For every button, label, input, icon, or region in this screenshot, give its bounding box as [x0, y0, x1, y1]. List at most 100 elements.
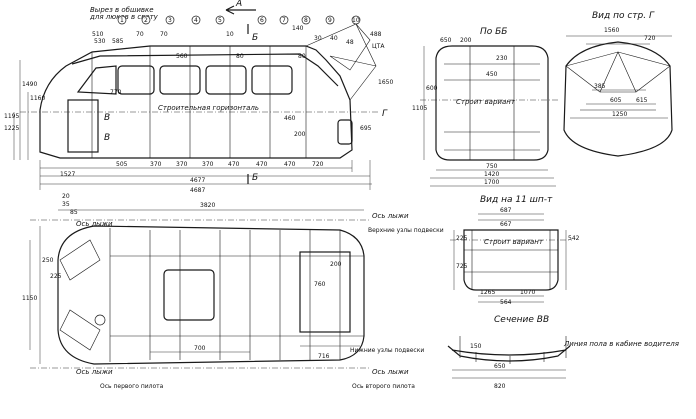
g-dim-2: 720	[644, 35, 656, 42]
bb-dim-1: 650	[440, 37, 452, 44]
dim-overall-3: 4687	[190, 187, 205, 194]
dim-bot-8: 720	[312, 161, 324, 168]
dim-top-9: 30	[314, 35, 322, 42]
view-frame	[450, 213, 572, 303]
bb-dim-9: 1700	[484, 179, 499, 186]
bb-dim-7: 750	[486, 163, 498, 170]
bb-dim-5: 600	[426, 85, 438, 92]
dim-top-12: 48	[346, 39, 354, 46]
plan-view	[29, 209, 370, 369]
dim-top-13: 70	[160, 31, 168, 38]
dim-top-4: 70	[136, 31, 144, 38]
dim-top-8: 140	[292, 25, 304, 32]
dim-top-2: 530	[94, 38, 106, 45]
bb-dim-2: 200	[460, 37, 472, 44]
bb-dim-6: 1105	[412, 105, 427, 112]
section-vv	[447, 336, 571, 379]
dim-top-1: 510	[92, 31, 104, 38]
circle-1: 1	[120, 17, 124, 24]
plan-dim-2: 700	[194, 345, 206, 352]
plan-dim-6: 250	[42, 257, 54, 264]
dim-bot-6: 470	[256, 161, 268, 168]
dim-top-3: 585	[112, 38, 124, 45]
rear-pilot: Ось второго пилота	[352, 383, 415, 390]
circle-3: 3	[168, 17, 172, 24]
ski-axis-bottom-left: Ось лыжи	[76, 368, 113, 376]
bb-dim-4: 450	[486, 71, 498, 78]
arrow-label: А	[235, 0, 242, 9]
circle-5: 5	[218, 17, 222, 24]
section-b-bottom: Б	[252, 173, 258, 183]
label-cta: ЦТА	[372, 43, 385, 50]
circle-10: 10	[352, 17, 360, 24]
g-dim-4: 605	[610, 97, 622, 104]
circle-9: 9	[328, 17, 332, 24]
plan-dim-3: 716	[318, 353, 330, 360]
plan-dim-10: 35	[62, 201, 70, 208]
g-dim-3: 385	[594, 83, 606, 90]
side-circles: 1 2 3 4 5 6 7 8 9 10	[117, 15, 361, 25]
dim-h-3: 1490	[22, 81, 37, 88]
dim-h-4: 1160	[30, 95, 45, 102]
dim-bot-1: 505	[116, 161, 128, 168]
circle-2: 2	[144, 17, 148, 24]
dim-h-8: 460	[284, 115, 296, 122]
dim-top-11: 80	[298, 53, 306, 60]
dim-bot-4: 370	[202, 161, 214, 168]
label-g: Г	[382, 109, 388, 119]
plan-dim-5: 1150	[22, 295, 37, 302]
circle-8: 8	[304, 17, 308, 24]
dim-h-9: 200	[294, 131, 306, 138]
view-g	[563, 35, 673, 157]
section-bb	[420, 45, 560, 187]
side-bottom-dims: 505 370 370 370 470 470 470 720 1527 467…	[60, 161, 324, 194]
plan-dim-4: 760	[314, 281, 326, 288]
vf-dim-4: 542	[568, 235, 580, 242]
plan-dim-7: 225	[50, 273, 62, 280]
vf-dim-7: 1265	[480, 289, 495, 296]
dim-bot-3: 370	[176, 161, 188, 168]
g-dim-6: 1250	[612, 111, 627, 118]
circle-4: 4	[194, 17, 198, 24]
dim-top-10: 40	[330, 35, 338, 42]
vv-dim-2: 820	[494, 383, 506, 390]
section-bb-center: Строит вариант	[456, 98, 516, 106]
bb-dim-3: 230	[496, 55, 508, 62]
plan-dim-8: 200	[330, 261, 342, 268]
label-v2: В	[104, 133, 110, 143]
plan-dim-9: 85	[70, 209, 78, 216]
dim-overall-1: 1527	[60, 171, 75, 178]
circle-6: 6	[260, 17, 264, 24]
bb-dim-8: 1420	[484, 171, 499, 178]
lower-mounts: Нижние узлы подвески	[350, 347, 424, 354]
dim-h-7: 770	[110, 89, 122, 96]
callout-line-1: Вырез в обшивке	[90, 6, 154, 14]
ski-axis-bottom-right: Ось лыжи	[372, 368, 409, 376]
plan-dim-11: 20	[62, 193, 70, 200]
section-b-top: Б	[252, 33, 258, 43]
dim-h-5: 1650	[378, 79, 393, 86]
dim-bot-5: 470	[228, 161, 240, 168]
view-frame-center: Строит вариант	[484, 238, 544, 246]
g-dim-5: 615	[636, 97, 648, 104]
view-g-title: Вид по стр. Г	[592, 11, 655, 21]
dim-h-6: 695	[360, 125, 372, 132]
dim-top-7: 80	[236, 53, 244, 60]
side-top-dims: 510 530 585 70 560 10 80 140 30 40 80 48…	[92, 25, 382, 60]
dim-top-14: 488	[370, 31, 382, 38]
view-frame-title: Вид на 11 шп-т	[480, 195, 553, 205]
upper-mounts: Верхние узлы подвески	[368, 227, 444, 234]
side-height-dims: 1195 1225 1490 1160 1650 695 770 460 200	[4, 79, 393, 138]
g-dim-1: 1560	[604, 27, 619, 34]
ski-axis-top-right: Ось лыжи	[372, 212, 409, 220]
section-vv-title: Сечение ВВ	[494, 315, 549, 325]
ski-axis-top-left: Ось лыжи	[76, 220, 113, 228]
section-bb-title: По ББ	[480, 27, 507, 37]
dim-bot-2: 370	[150, 161, 162, 168]
dim-h-2: 1225	[4, 125, 19, 132]
vf-dim-3: 225	[456, 235, 468, 242]
dim-bot-7: 470	[284, 161, 296, 168]
vf-dim-5: 725	[456, 263, 468, 270]
dim-h-1: 1195	[4, 113, 19, 120]
